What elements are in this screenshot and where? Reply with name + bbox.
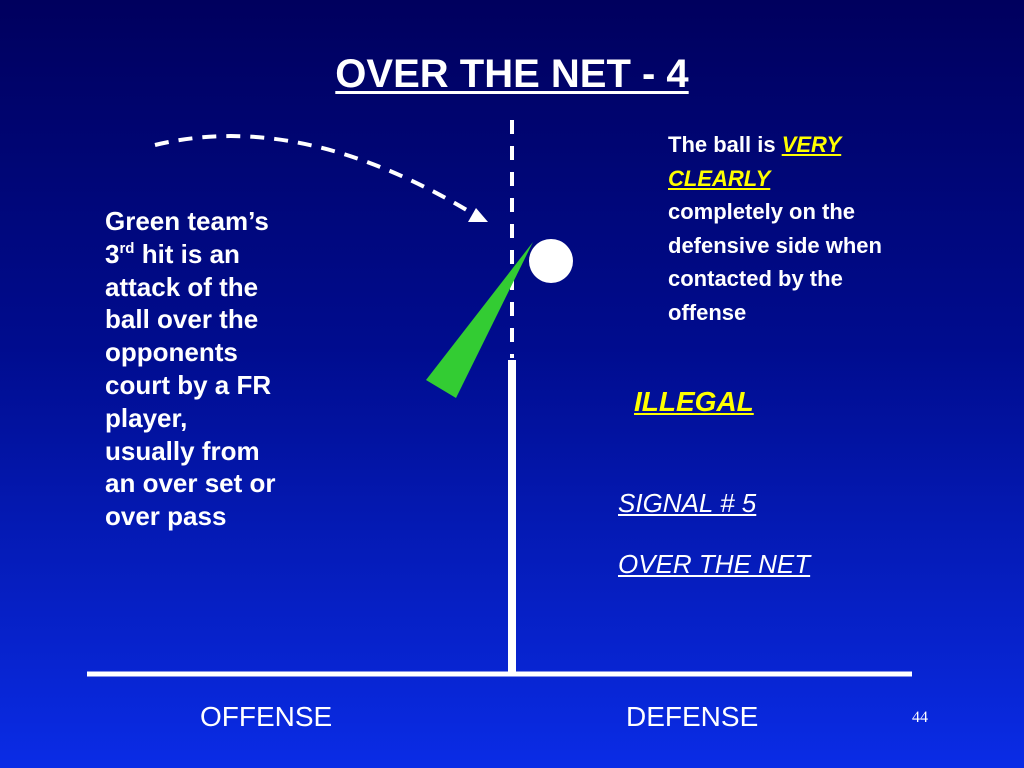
slide-title-text: OVER THE NET - 4 xyxy=(335,52,689,96)
signal-name: OVER THE NET xyxy=(618,549,811,579)
offense-line: court by a FR xyxy=(105,369,272,400)
note-emphasis-very: VERY xyxy=(781,132,842,157)
offense-line: opponents xyxy=(105,337,238,368)
offense-line: ball over the xyxy=(105,304,259,335)
note-line: The ball is VERY xyxy=(668,128,968,162)
ruling-label: ILLEGAL xyxy=(634,386,754,417)
note-line: offense xyxy=(668,299,747,325)
trajectory-arrowhead xyxy=(468,208,488,222)
offense-line: usually from xyxy=(105,435,260,466)
note-line: contacted by the xyxy=(668,266,843,291)
offense-line: over pass xyxy=(105,501,227,532)
page-number: 44 xyxy=(912,709,928,726)
player-arm-icon xyxy=(426,242,533,398)
note-prefix: The ball is xyxy=(668,132,782,157)
offense-line: player, xyxy=(105,402,188,433)
offense-line: Green team’s xyxy=(105,206,269,236)
note-line: CLEARLY xyxy=(668,162,968,196)
offense-line-rest: hit is an xyxy=(134,238,240,269)
defense-side-label: DEFENSE xyxy=(626,701,759,732)
defense-note: The ball is VERY CLEARLY completely on t… xyxy=(668,128,968,329)
hit-ordinal-suffix: rd xyxy=(119,239,135,257)
slide-title: OVER THE NET - 4 xyxy=(0,50,1024,98)
offense-description: Green team’s 3rd hit is an attack of the… xyxy=(105,205,365,533)
ball-trajectory-arc xyxy=(154,134,472,214)
hit-number: 3 xyxy=(105,238,120,269)
offense-line: attack of the xyxy=(105,271,259,302)
offense-side-label: OFFENSE xyxy=(200,701,333,732)
note-line: defensive side when xyxy=(668,232,882,258)
offense-line: an over set or xyxy=(105,468,276,499)
ball-icon xyxy=(529,239,573,283)
note-emphasis-clearly: CLEARLY xyxy=(668,165,771,191)
note-line: completely on the xyxy=(668,199,856,224)
offense-line: 3rd hit is an xyxy=(105,238,365,271)
signal-number: SIGNAL # 5 xyxy=(618,488,757,518)
